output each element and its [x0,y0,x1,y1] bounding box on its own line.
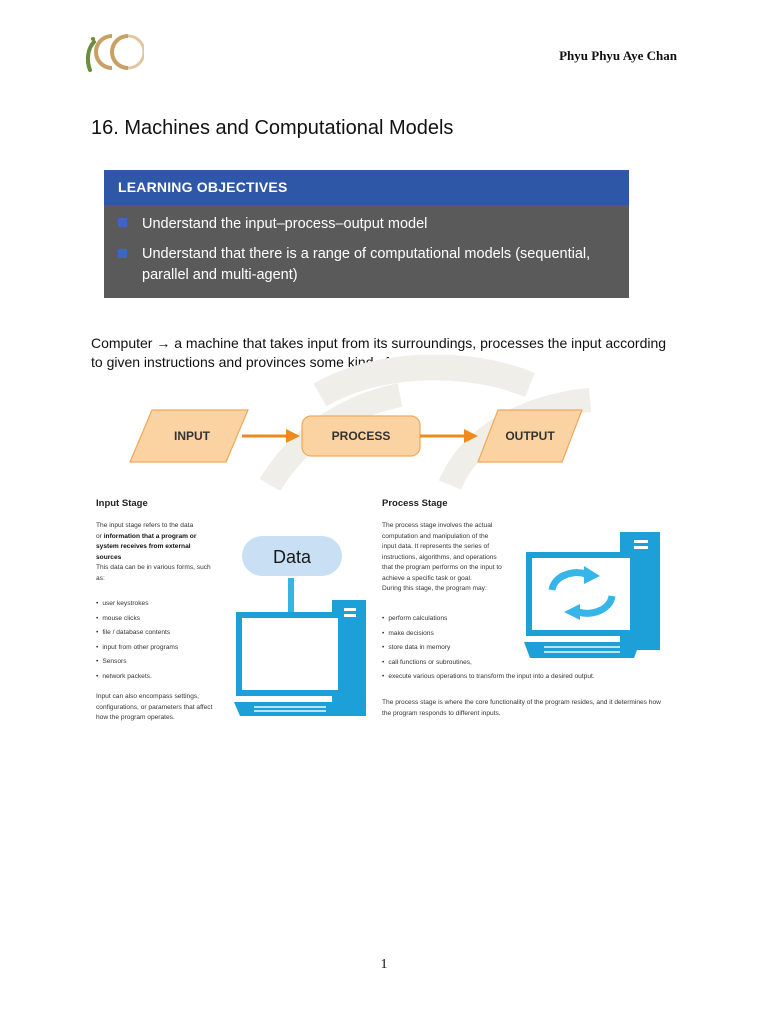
process-stage-bullets: perform calculations make decisions stor… [382,612,595,685]
author-name: Phyu Phyu Aye Chan [559,48,677,63]
list-item: network packets. [96,670,178,685]
page-title: 16. Machines and Computational Models [91,117,454,139]
process-label: PROCESS [332,429,391,443]
list-item: store data in memory [382,641,595,656]
arrow-down-icon [288,578,294,624]
refresh-icon [548,569,587,591]
list-item: make decisions [382,627,595,642]
learning-objectives-box: LEARNING OBJECTIVES Understand the input… [104,170,629,298]
list-item: execute various operations to transform … [382,670,594,685]
data-label: Data [273,547,312,567]
ipo-diagram: INPUT PROCESS OUTPUT [129,409,583,463]
objective-item: Understand the input–process–output mode… [118,214,427,235]
input-stage-bullets: user keystrokes mouse clicks file / data… [96,597,178,684]
list-item: mouse clicks [96,612,178,627]
list-item: perform calculations [382,612,595,627]
page-number: 1 [380,957,388,972]
process-stage-note: The process stage is where the core func… [382,699,661,717]
output-shape [477,409,583,463]
keyboard-icon [524,642,640,658]
input-stage-paragraph: The input stage refers to the data or in… [96,522,211,582]
process-stage-paragraph: The process stage involves the actual co… [382,522,502,592]
arrow-head-icon [286,429,300,443]
process-stage-heading: Process Stage [382,498,448,509]
keyboard-icon [234,702,346,716]
input-label: INPUT [174,429,211,443]
input-stage-heading: Input Stage [96,498,148,509]
learning-objectives-heading: LEARNING OBJECTIVES [104,170,629,205]
output-label: OUTPUT [505,429,555,443]
objective-text: Understand that there is a range of comp… [142,246,591,283]
process-computer-illustration [524,532,660,658]
input-shape [129,409,249,463]
bullet-square-icon [118,218,127,227]
list-item: file / database contents [96,626,178,641]
data-bubble [242,536,342,576]
input-computer-illustration: Data [234,536,366,716]
objective-text: Understand the input–process–output mode… [142,216,428,232]
list-item: input from other programs [96,641,178,656]
list-item: Sensors [96,655,178,670]
input-stage-note: Input can also encompass settings, confi… [96,693,213,721]
intro-paragraph: Computer → a machine that takes input fr… [91,335,667,370]
logo-icon [85,34,144,72]
list-item: user keystrokes [96,597,178,612]
bullet-square-icon [118,249,127,258]
arrow-head-icon [464,429,478,443]
objective-item: Understand that there is a range of comp… [118,244,608,286]
list-item: call functions or subroutines, [382,656,595,671]
stages-panel: Input Stage The input stage refers to th… [90,490,686,730]
